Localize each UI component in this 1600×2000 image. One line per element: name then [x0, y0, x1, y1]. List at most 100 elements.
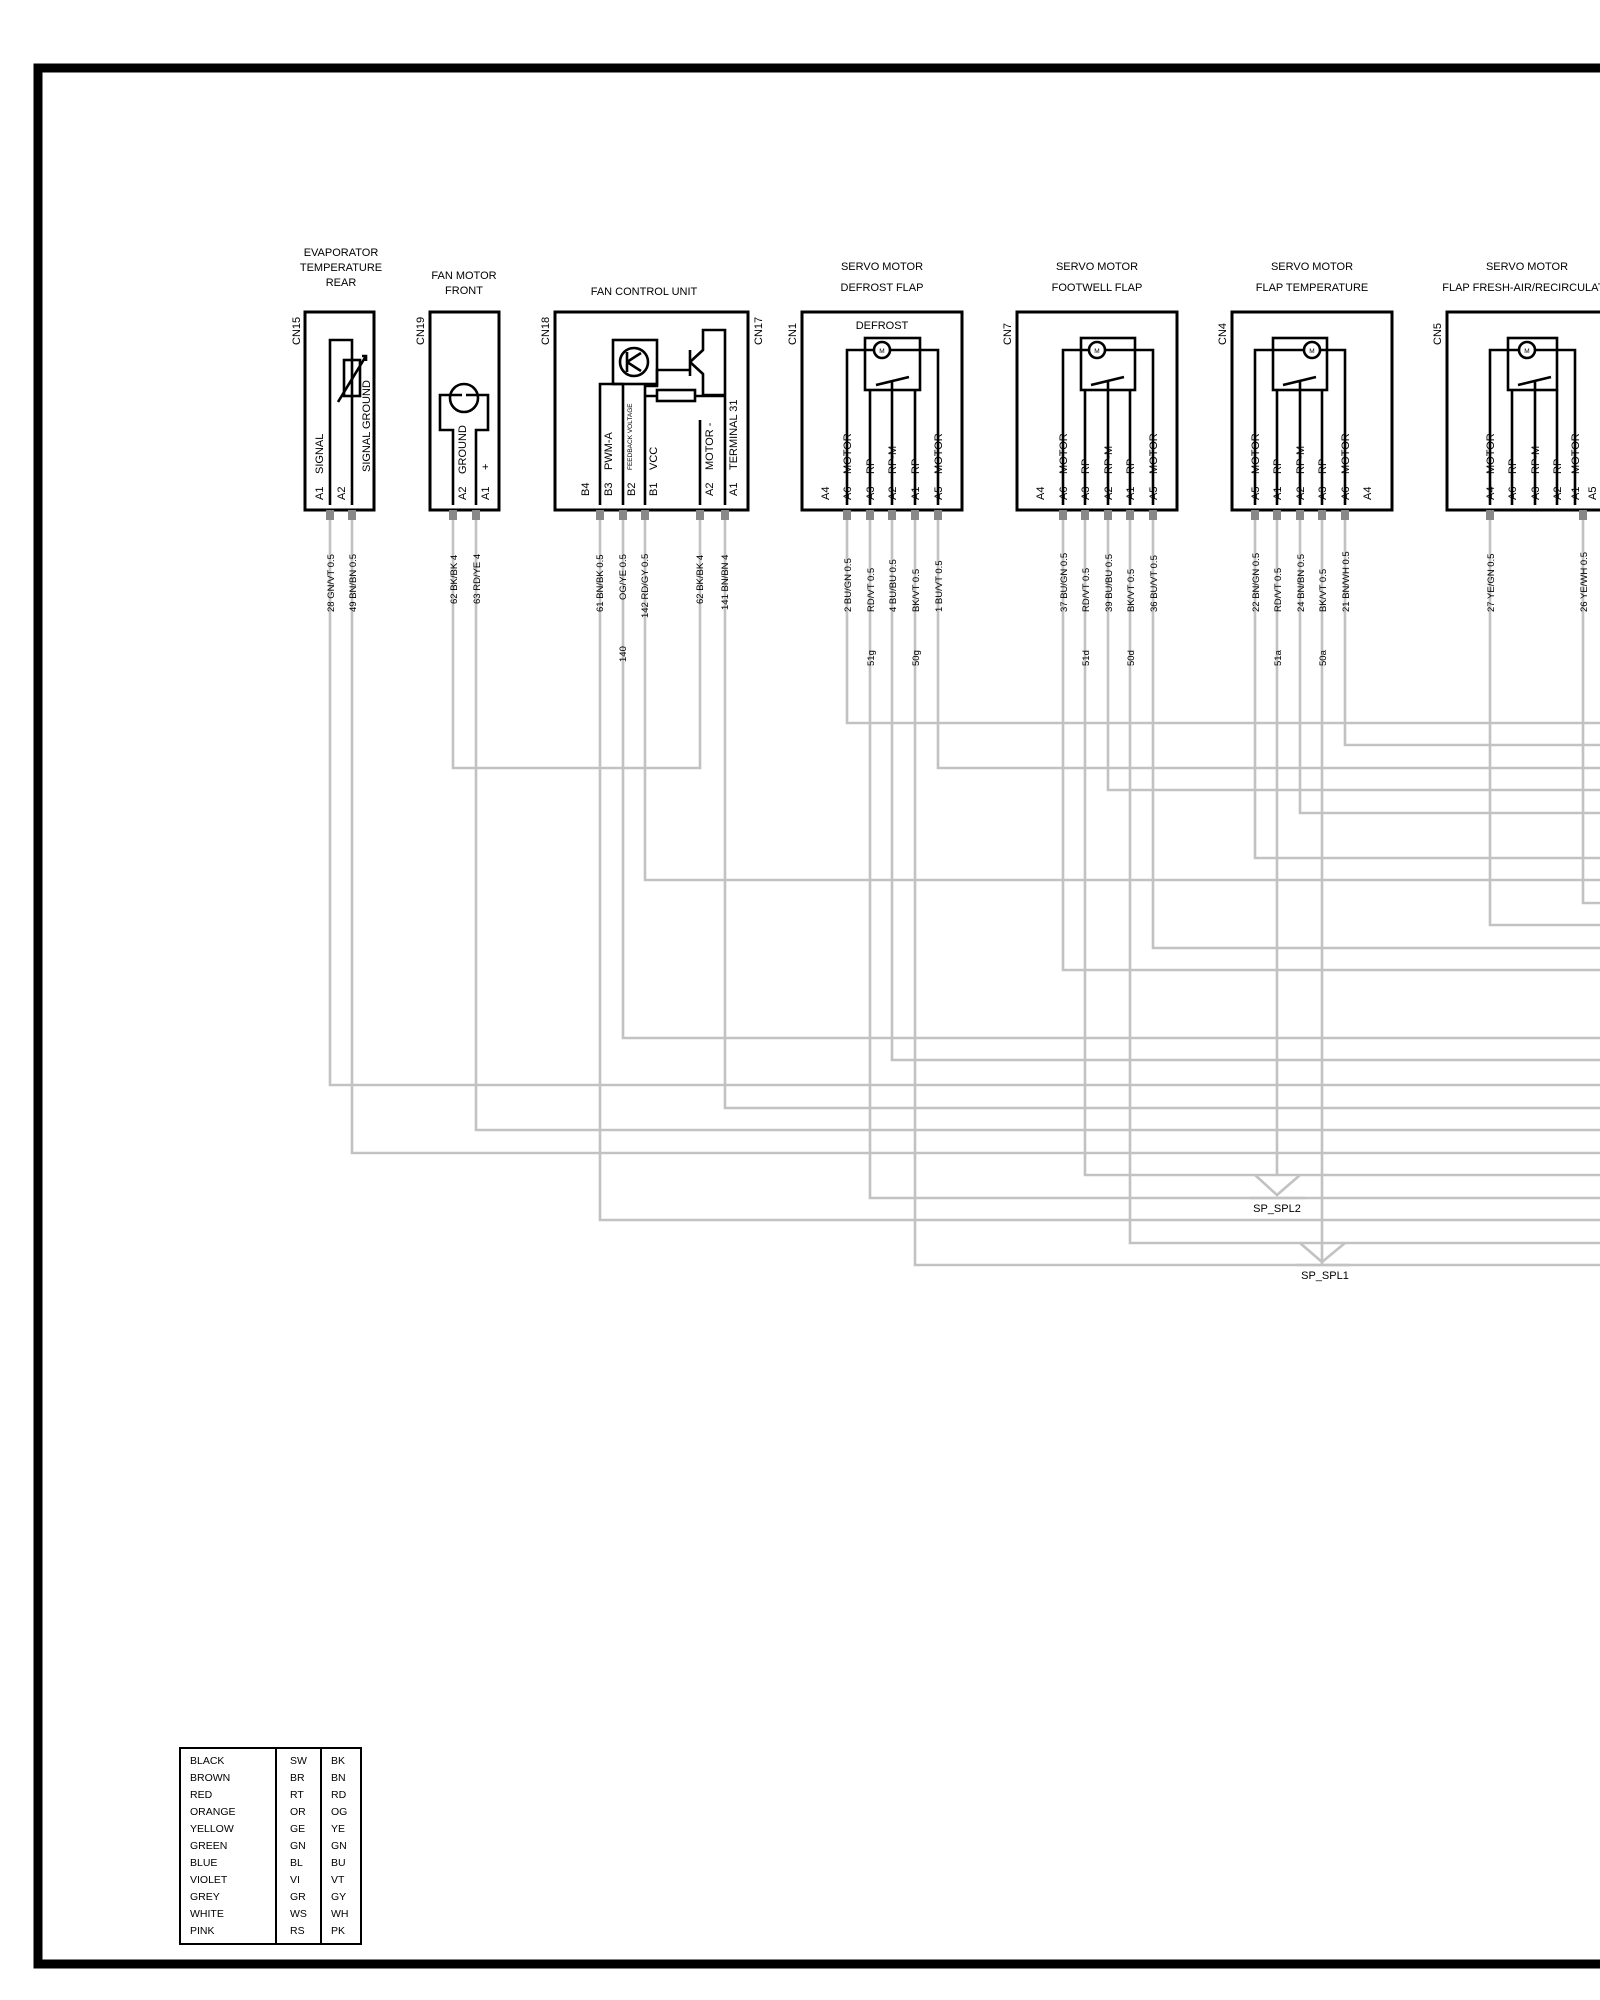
wire-label: RD/VT 0.5 [1273, 568, 1284, 612]
pin [843, 510, 851, 520]
wire [643, 513, 1600, 882]
potentiometer-icon [845, 348, 940, 505]
pin [326, 510, 334, 520]
pin-label: A5 [933, 487, 945, 500]
component-title-line: FAN MOTOR [431, 270, 496, 282]
wire-label: 26 YE/WH 0.5 [1579, 552, 1590, 612]
wire-label: RD/VT 0.5 [866, 568, 877, 612]
junction-label: 51d [1081, 650, 1092, 666]
function-label: MOTOR [1485, 433, 1497, 474]
pin [1059, 510, 1067, 520]
component-title-line: FLAP TEMPERATURE [1256, 282, 1368, 294]
pin-label: A1 [1570, 487, 1582, 500]
legend-cell: WS [290, 1908, 307, 1920]
pin [911, 510, 919, 520]
motor-icon [448, 382, 480, 414]
pin-label: B4 [580, 483, 592, 496]
function-label: GROUND [457, 425, 469, 474]
pin-label: A1 [728, 483, 740, 496]
pin [696, 510, 704, 520]
function-label: MOTOR [842, 433, 854, 474]
legend-cell: GR [290, 1891, 306, 1903]
pin [348, 510, 356, 520]
connector-id: CN4 [1217, 323, 1229, 345]
wire [723, 513, 1600, 1110]
legend-cell: OG [331, 1806, 347, 1818]
pin-label: A4 [1485, 487, 1497, 500]
legend-cell: PK [331, 1925, 345, 1937]
thermistor-icon [328, 338, 354, 505]
connector-box [303, 310, 376, 512]
pin [1081, 510, 1089, 520]
pin-label: A5 [1250, 487, 1262, 500]
inner-label: DEFROST [856, 320, 909, 332]
pin-label: A4 [1362, 487, 1374, 500]
connector-box [1015, 310, 1179, 512]
wire [890, 513, 1600, 1062]
pin [619, 510, 627, 520]
pin-label: A2 [1295, 487, 1307, 500]
pin [866, 510, 874, 520]
legend-cell: PINK [190, 1925, 215, 1937]
legend-cell: SW [290, 1755, 307, 1767]
wire-label: 2 BU/GN 0.5 [843, 558, 854, 612]
pin-label: B2 [626, 483, 638, 496]
wire [1343, 513, 1600, 747]
legend-cell: BLACK [190, 1755, 224, 1767]
legend-box [179, 1747, 362, 1945]
legend-cell: BR [290, 1772, 305, 1784]
legend-cell: OR [290, 1806, 306, 1818]
component-title-line: SERVO MOTOR [1486, 261, 1568, 273]
wire-label: 1 BU/VT 0.5 [934, 560, 945, 612]
component-title-line: REAR [326, 277, 357, 289]
pin [1341, 510, 1349, 520]
function-label: MOTOR [1570, 433, 1582, 474]
legend-cell: BROWN [190, 1772, 230, 1784]
component-cn19: FAN MOTOR FRONT CN19 A2 A1 GROUND + 62 B… [415, 270, 501, 604]
legend-cell: GN [331, 1840, 347, 1852]
wire-label: 28 GN/VT 0.5 [326, 554, 337, 612]
function-label: MOTOR [1250, 433, 1262, 474]
connector-id: CN5 [1432, 323, 1444, 345]
pin-label: A3 [865, 487, 877, 500]
pin-label: A2 [704, 483, 716, 496]
wire [598, 513, 1600, 1222]
wire [451, 513, 702, 770]
splice-arrow [1299, 1241, 1346, 1264]
component-title-line: FLAP FRESH-AIR/RECIRCULATE [1442, 282, 1600, 294]
motor-icon [1506, 336, 1559, 392]
pin-label: B1 [648, 483, 660, 496]
pin [888, 510, 896, 520]
pin [1149, 510, 1157, 520]
function-label: RP [1507, 459, 1519, 474]
legend-cell: GY [331, 1891, 346, 1903]
legend-cell: WHITE [190, 1908, 224, 1920]
legend-cell: GN [290, 1840, 306, 1852]
pin [1126, 510, 1134, 520]
pin-label: A5 [1587, 487, 1599, 500]
pin [1486, 510, 1494, 520]
pin [1318, 510, 1326, 520]
pin [1251, 510, 1259, 520]
pin [1579, 510, 1587, 520]
splice-arrow [1254, 1174, 1301, 1197]
pin-label: A2 [1103, 487, 1115, 500]
wire-label: 22 BN/GN 0.5 [1251, 553, 1262, 612]
pin-label: A2 [887, 487, 899, 500]
pin-label: A1 [910, 487, 922, 500]
pin [1296, 510, 1304, 520]
function-label: RP-M [1103, 446, 1115, 474]
pin-label: A2 [336, 487, 348, 500]
wire-label: 4 BU/BU 0.5 [888, 559, 899, 612]
pin [1273, 510, 1281, 520]
wire [1298, 513, 1600, 815]
wire-label: BK/VT 0.5 [1318, 569, 1329, 612]
legend-cell: VI [290, 1874, 300, 1886]
wire-label: 27 YE/GN 0.5 [1486, 554, 1497, 612]
wire-label: OG/YE 0.5 [618, 554, 629, 600]
wire-label: 142 RD/GY 0.5 [640, 554, 651, 618]
potentiometer-icon [1061, 348, 1155, 505]
